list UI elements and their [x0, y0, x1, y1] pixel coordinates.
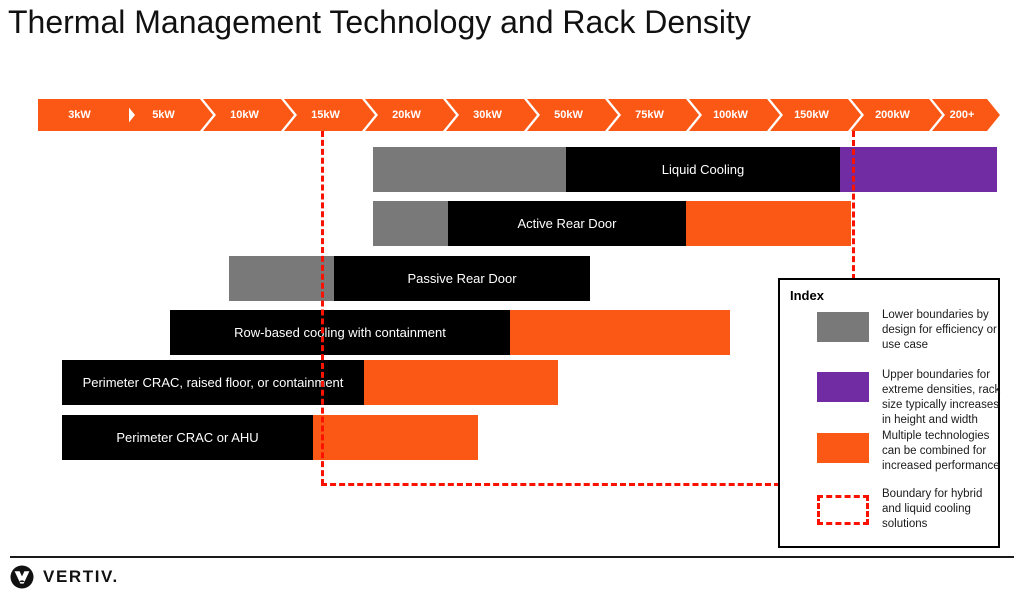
vertiv-mark-icon [10, 565, 34, 589]
scale-segment-2[interactable]: 10kW [203, 99, 294, 131]
scale-segment-5[interactable]: 30kW [446, 99, 537, 131]
bar-segment-primary [448, 201, 686, 246]
scale-segment-6[interactable]: 50kW [527, 99, 618, 131]
scale-segment-label: 10kW [230, 109, 259, 121]
scale-segment-label: 150kW [794, 109, 829, 121]
legend-label: Upper boundaries for extreme densities, … [882, 369, 1001, 426]
scale-segment-label: 75kW [635, 109, 664, 121]
footer-divider [10, 556, 1014, 558]
bar-segment-primary [170, 310, 510, 355]
bar-row-based-cooling[interactable]: Row-based cooling with containment [170, 310, 730, 355]
scale-segment-11[interactable]: 200+ [932, 99, 1000, 131]
vertiv-logo: VERTIV. [10, 564, 119, 590]
scale-segment-7[interactable]: 75kW [608, 99, 699, 131]
scale-segment-label: 15kW [311, 109, 340, 121]
scale-segment-1[interactable]: 5kW [122, 99, 213, 131]
scale-segment-8[interactable]: 100kW [689, 99, 780, 131]
vertiv-wordmark: VERTIV. [43, 567, 119, 586]
legend-swatch-orange [817, 433, 869, 463]
legend-swatch-purple [817, 372, 869, 402]
scale-segment-label: 30kW [473, 109, 502, 121]
rack-density-scale: 3kW 5kW 10kW 15kW 20kW 30kW 50kW 75kW 10… [38, 99, 1000, 131]
bar-segment-lower-boundary [373, 201, 448, 246]
bar-active-rear-door[interactable]: Active Rear Door [373, 201, 851, 246]
bar-segment-lower-boundary [373, 147, 566, 192]
scale-segment-10[interactable]: 200kW [851, 99, 942, 131]
scale-segment-label: 100kW [713, 109, 748, 121]
scale-segment-9[interactable]: 150kW [770, 99, 861, 131]
legend-item-multiple-technologies[interactable]: Multiple technologies can be combined fo… [790, 430, 1000, 489]
boundary-line-bottom [321, 483, 780, 486]
legend-swatch-dashed-boundary [817, 495, 869, 525]
legend-label: Multiple technologies can be combined fo… [882, 430, 1000, 472]
bar-segment-primary [566, 147, 840, 192]
scale-segment-label: 3kW [68, 109, 91, 121]
bar-segment-combined [313, 415, 478, 460]
legend-label: Lower boundaries by design for efficienc… [882, 309, 997, 351]
scale-segment-label: 200+ [949, 109, 975, 121]
scale-segment-label: 200kW [875, 109, 910, 121]
bar-segment-lower-boundary [229, 256, 334, 301]
bar-segment-primary [62, 415, 313, 460]
bar-passive-rear-door[interactable]: Passive Rear Door [229, 256, 590, 301]
legend-item-lower-boundaries[interactable]: Lower boundaries by design for efficienc… [790, 309, 997, 368]
bar-liquid-cooling[interactable]: Liquid Cooling [373, 147, 997, 192]
bar-perimeter-crac-raised-floor[interactable]: Perimeter CRAC, raised floor, or contain… [62, 360, 558, 405]
bar-segment-primary [334, 256, 590, 301]
legend-item-upper-boundaries[interactable]: Upper boundaries for extreme densities, … [790, 369, 1000, 442]
bar-segment-combined [364, 360, 558, 405]
page-title: Thermal Management Technology and Rack D… [8, 4, 751, 40]
bar-perimeter-crac-or-ahu[interactable]: Perimeter CRAC or AHU [62, 415, 478, 460]
bar-segment-combined [510, 310, 730, 355]
index-legend: Index Lower boundaries by design for eff… [778, 278, 1000, 548]
bar-segment-upper-boundary [840, 147, 997, 192]
boundary-line-left [321, 131, 324, 485]
scale-segment-4[interactable]: 20kW [365, 99, 456, 131]
scale-segment-label: 50kW [554, 109, 583, 121]
bar-segment-combined [686, 201, 851, 246]
legend-swatch-gray [817, 312, 869, 342]
legend-label: Boundary for hybrid and liquid cooling s… [882, 488, 983, 530]
scale-segment-3[interactable]: 15kW [284, 99, 375, 131]
legend-item-hybrid-boundary[interactable]: Boundary for hybrid and liquid cooling s… [790, 488, 990, 547]
bar-segment-primary [62, 360, 364, 405]
scale-segment-0[interactable]: 3kW [38, 99, 129, 131]
boundary-line-right [852, 131, 855, 280]
index-title: Index [790, 288, 824, 303]
scale-segment-label: 20kW [392, 109, 421, 121]
scale-segment-label: 5kW [152, 109, 175, 121]
